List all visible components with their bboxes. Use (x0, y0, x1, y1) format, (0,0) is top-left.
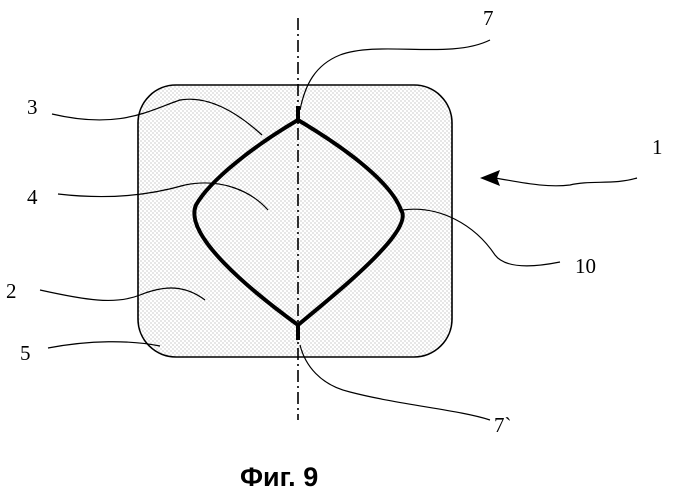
ref-label-5: 5 (20, 341, 31, 365)
figure-caption: Фиг. 9 (240, 462, 318, 492)
ref-label-2: 2 (6, 279, 17, 303)
ref-label-3: 3 (27, 95, 38, 119)
ref-label-7: 7 (483, 6, 494, 30)
ref-label-7-prime: 7` (494, 413, 512, 437)
leader-5 (48, 342, 160, 348)
ref-label-4: 4 (27, 185, 38, 209)
arrow-1-shaft (495, 178, 637, 186)
ref-label-1: 1 (652, 135, 663, 159)
arrow-1-head (480, 170, 500, 186)
ref-label-10: 10 (575, 254, 596, 278)
